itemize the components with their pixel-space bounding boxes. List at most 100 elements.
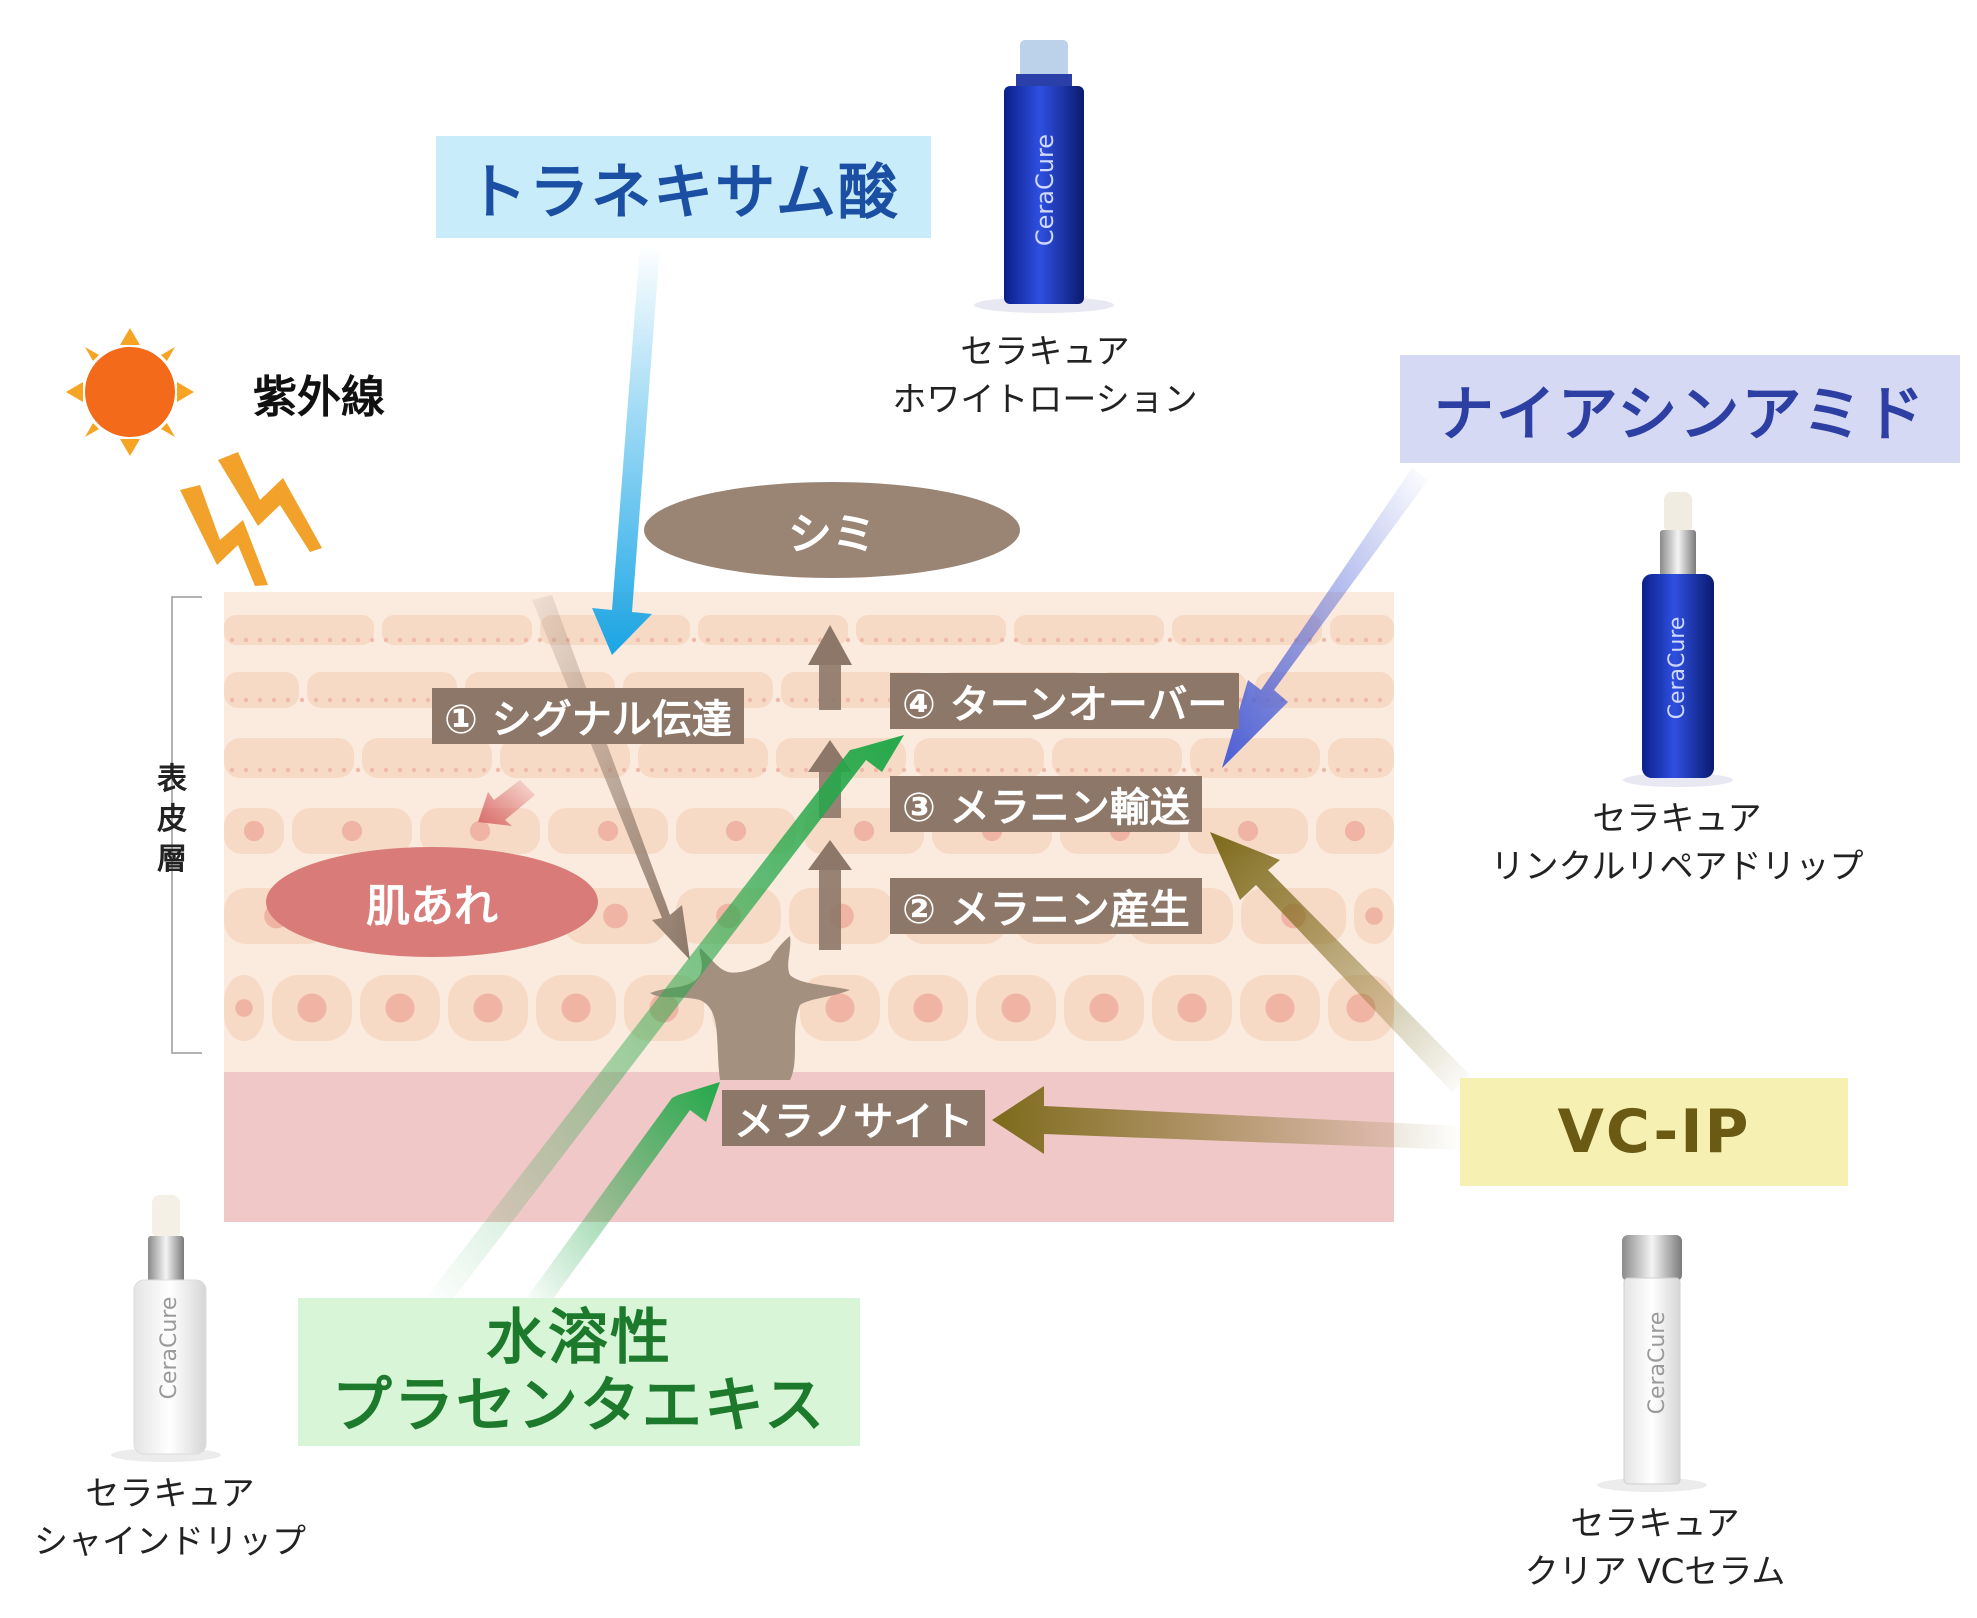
uv-ray-icons [180, 452, 322, 586]
cell-dot [523, 767, 529, 773]
cell-dot [971, 637, 977, 643]
skin-cell [856, 615, 1006, 645]
cell-dot [649, 767, 655, 773]
melanocyte-tag: メラノサイト [722, 1090, 986, 1146]
cell-dot [383, 767, 389, 773]
cell-dot [887, 637, 893, 643]
shine-drip-bottle [111, 1195, 221, 1462]
cell-dot [1307, 697, 1313, 703]
wrinkle-drip-caption: セラキュア リンクルリペアドリップ [1482, 795, 1872, 891]
cell-dot [579, 767, 585, 773]
cell-nucleus [473, 993, 503, 1023]
hadaare-label: 肌あれ [366, 881, 498, 932]
cell-dot [313, 697, 319, 703]
cell-dot [397, 637, 403, 643]
hadaare-spot [266, 847, 598, 957]
cell-dot [1209, 767, 1215, 773]
cell-dot [509, 637, 515, 643]
cell-dot [1237, 637, 1243, 643]
cell-dot [985, 637, 991, 643]
cell-dot [1251, 637, 1257, 643]
cell-dot [481, 637, 487, 643]
cell-dot [1307, 767, 1313, 773]
cell-dot [439, 637, 445, 643]
cell-dot [1153, 637, 1159, 643]
cell-dot [411, 767, 417, 773]
cell-dot [271, 637, 277, 643]
cell-dot [1027, 637, 1033, 643]
step3-tag: ③ メラニン輸送 [890, 776, 1202, 832]
cell-dot [1349, 697, 1355, 703]
cell-nucleus [1265, 993, 1295, 1023]
white-lotion-bottle [974, 40, 1114, 313]
cell-dot [1097, 637, 1103, 643]
tranexamic-arrow [592, 245, 660, 655]
cell-dot [1153, 767, 1159, 773]
cell-nucleus [1001, 993, 1031, 1023]
cell-dot [397, 697, 403, 703]
cell-dot [271, 697, 277, 703]
cell-dot [1167, 637, 1173, 643]
cell-dot [537, 637, 543, 643]
cell-dot [1083, 637, 1089, 643]
cell-dot [915, 767, 921, 773]
cell-dot [733, 767, 739, 773]
cell-dot [397, 767, 403, 773]
cell-dot [229, 697, 235, 703]
turnover-arrows [808, 625, 852, 950]
cell-nucleus [1177, 993, 1207, 1023]
caption-line: シャインドリップ [34, 1522, 306, 1562]
cell-dot [845, 637, 851, 643]
sun-icon [66, 328, 194, 456]
cell-dot [677, 767, 683, 773]
cell-dot [747, 637, 753, 643]
cell-dot [425, 767, 431, 773]
cell-dot [327, 767, 333, 773]
cell-dot [355, 767, 361, 773]
cell-dot [1293, 767, 1299, 773]
cell-dot [775, 637, 781, 643]
cell-dot [1293, 697, 1299, 703]
cell-dot [761, 637, 767, 643]
cell-nucleus [243, 820, 265, 842]
vcip-callout: VC-IP [1460, 1078, 1848, 1186]
cell-dot [1195, 767, 1201, 773]
cell-dot [635, 767, 641, 773]
skin-cell [1330, 615, 1394, 645]
cell-dot [1209, 637, 1215, 643]
cell-nucleus [469, 820, 491, 842]
cell-dot [313, 767, 319, 773]
cell-dot [481, 767, 487, 773]
cell-dot [411, 637, 417, 643]
skin-cell [914, 738, 1044, 778]
placenta-arrows [428, 735, 904, 1310]
hadaare-arrow [478, 780, 535, 826]
shimi-spot [644, 482, 1020, 578]
wrinkle-drip-bottle [1623, 492, 1733, 787]
cell-dot [341, 637, 347, 643]
cell-dot [1083, 767, 1089, 773]
cell-dot [1013, 637, 1019, 643]
cell-dot [859, 767, 865, 773]
cell-dot [803, 637, 809, 643]
cell-nucleus [725, 820, 747, 842]
cell-dot [803, 697, 809, 703]
cell-dot [467, 637, 473, 643]
cell-dot [775, 697, 781, 703]
cell-dot [1377, 767, 1383, 773]
cell-nucleus [561, 993, 591, 1023]
cell-dot [439, 767, 445, 773]
cell-dot [1111, 767, 1117, 773]
cell-dot [943, 767, 949, 773]
cell-dot [873, 637, 879, 643]
skin-cell [224, 615, 374, 645]
cell-dot [1363, 767, 1369, 773]
cell-dot [1055, 637, 1061, 643]
caption-line: クリア VCセラム [1524, 1552, 1786, 1592]
cell-dot [691, 637, 697, 643]
placenta-callout: 水溶性 プラセンタエキス [298, 1298, 860, 1446]
cell-dot [425, 697, 431, 703]
cell-dot [327, 697, 333, 703]
bottle-brand-text: CeraCure [1644, 1311, 1670, 1415]
cell-dot [355, 697, 361, 703]
